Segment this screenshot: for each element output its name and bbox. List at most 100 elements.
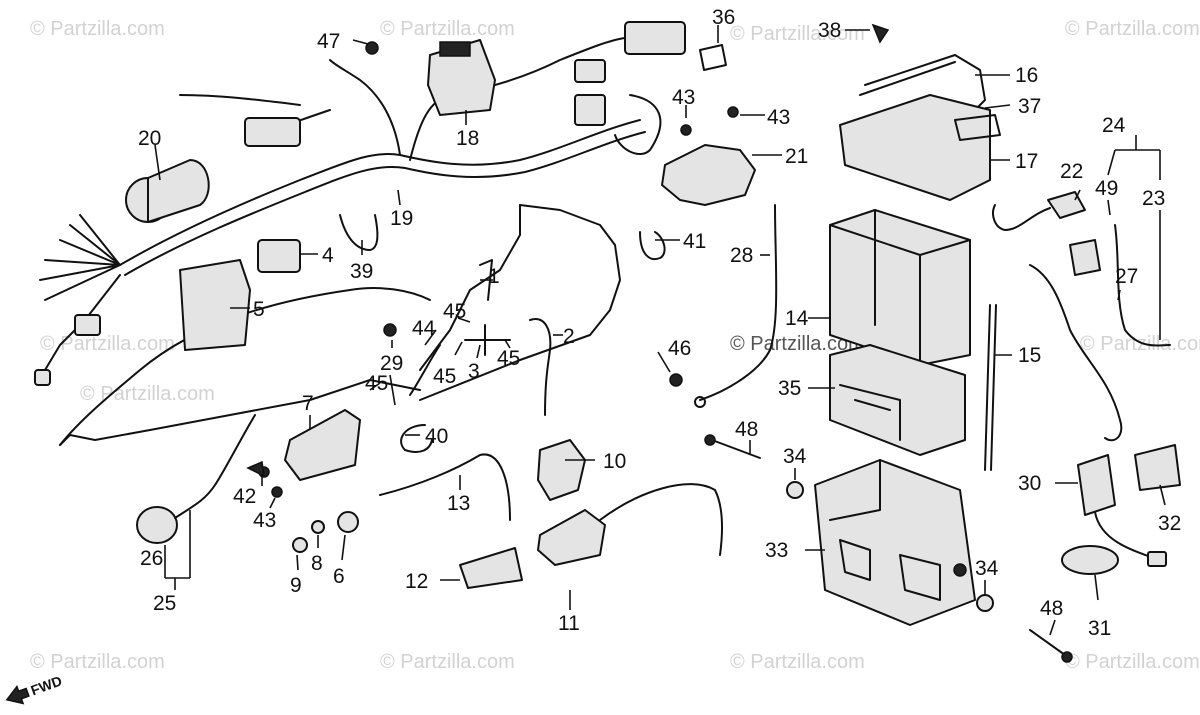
wiring-harness — [34, 37, 662, 386]
watermark: © Partzilla.com — [730, 651, 865, 673]
callout-44: 44 — [412, 317, 436, 340]
part-7-coil — [284, 409, 361, 481]
callout-32: 32 — [1158, 512, 1181, 535]
part-13-lead — [379, 453, 511, 521]
part-2-tube — [529, 318, 552, 416]
watermark: © Partzilla.com — [380, 651, 515, 673]
callout-49: 49 — [1095, 177, 1118, 200]
callout-45-right: 45 — [497, 347, 520, 370]
callout-16: 16 — [1015, 64, 1038, 87]
callout-15: 15 — [1018, 344, 1041, 367]
part-1-tube — [479, 259, 493, 301]
part-33-box — [814, 459, 976, 626]
callout-34: 34 — [783, 445, 807, 468]
part-3-tee — [464, 324, 511, 356]
callout-29: 29 — [380, 352, 403, 375]
watermark: © Partzilla.com — [30, 18, 165, 40]
watermark-center: © Partzilla.com — [730, 333, 865, 355]
part-11-coil — [537, 483, 724, 566]
watermark: © Partzilla.com — [40, 333, 175, 355]
watermark: © Partzilla.com — [730, 23, 865, 45]
callout-42: 42 — [233, 485, 256, 508]
callout-45-top: 45 — [443, 300, 466, 323]
part-28-cable — [694, 204, 778, 408]
part-32-holder — [1134, 444, 1181, 491]
callout-1: 1 — [488, 265, 500, 288]
part-47-screw — [365, 41, 379, 55]
watermark: © Partzilla.com — [380, 18, 515, 40]
part-20-cover — [125, 159, 210, 223]
leader-lines — [154, 25, 1166, 636]
part-31-holder — [1061, 545, 1119, 575]
callout-19: 19 — [390, 207, 413, 230]
callout-28: 28 — [730, 244, 753, 267]
watermark: © Partzilla.com — [80, 383, 215, 405]
part-42-clip — [246, 460, 265, 478]
callout-24: 24 — [1102, 114, 1126, 137]
part-17-cover — [839, 94, 1001, 201]
callout-48-right: 48 — [1040, 597, 1063, 620]
callout-11: 11 — [558, 612, 580, 635]
callout-43-lower: 43 — [253, 509, 276, 532]
callout-46: 46 — [668, 337, 691, 360]
watermark: © Partzilla.com — [30, 651, 165, 673]
callout-14: 14 — [785, 307, 809, 330]
part-22-switch — [992, 191, 1086, 231]
callout-26: 26 — [140, 547, 163, 570]
part-16-bracket — [859, 54, 986, 111]
part-41-band — [639, 231, 666, 260]
part-14-battery — [829, 209, 971, 366]
callout-25: 25 — [153, 592, 176, 615]
callout-36: 36 — [712, 6, 735, 29]
callout-10: 10 — [603, 450, 626, 473]
fwd-arrow: FWD — [5, 672, 64, 705]
callout-23: 23 — [1142, 187, 1165, 210]
part-34-nut — [786, 481, 994, 612]
callout-45-left: 45 — [433, 365, 456, 388]
callout-45-mid: 45 — [365, 372, 388, 395]
watermark-layer: © Partzilla.com © Partzilla.com © Partzi… — [30, 18, 1200, 673]
callout-12: 12 — [405, 570, 428, 593]
callout-6: 6 — [333, 565, 345, 588]
part-27-bracket — [1069, 239, 1101, 276]
part-5-box — [179, 259, 251, 351]
callout-18: 18 — [456, 127, 479, 150]
part-29-clip — [383, 323, 397, 337]
part-46-bolt — [669, 373, 683, 387]
watermark: © Partzilla.com — [1065, 18, 1200, 40]
callout-labels: 1 2 3 4 5 6 7 8 9 10 11 12 13 14 15 16 1… — [138, 6, 1181, 640]
callout-38: 38 — [818, 19, 841, 42]
callout-41: 41 — [683, 230, 706, 253]
part-21-cover — [661, 144, 756, 206]
part-36-label — [699, 44, 727, 71]
harness-connector — [574, 21, 686, 126]
callout-39: 39 — [350, 260, 373, 283]
callout-47: 47 — [317, 30, 340, 53]
callout-7: 7 — [302, 392, 314, 415]
part-wire-right — [1029, 264, 1123, 442]
fwd-arrow-icon — [5, 684, 30, 705]
part-23-wire — [1114, 224, 1171, 347]
callout-21: 21 — [785, 145, 808, 168]
part-6-8-9-hardware — [292, 511, 359, 553]
part-40-band — [400, 424, 433, 453]
part-39-wire — [339, 214, 379, 251]
callout-34b: 34 — [975, 557, 999, 580]
callout-5: 5 — [253, 298, 265, 321]
callout-48-left: 48 — [735, 418, 758, 441]
part-12-cap — [459, 547, 523, 589]
fwd-label: FWD — [29, 672, 64, 698]
callout-2: 2 — [563, 325, 575, 348]
watermark: © Partzilla.com — [1065, 651, 1200, 673]
callout-20: 20 — [138, 127, 161, 150]
part-15-cable — [984, 304, 997, 471]
part-48-bolt — [704, 434, 1073, 663]
callout-43-right: 43 — [767, 106, 790, 129]
callout-37: 37 — [1018, 95, 1041, 118]
callout-22: 22 — [1060, 160, 1083, 183]
frame-outline — [59, 204, 621, 446]
callout-3: 3 — [468, 360, 480, 383]
callout-35: 35 — [778, 377, 801, 400]
watermark: © Partzilla.com — [1080, 333, 1200, 355]
